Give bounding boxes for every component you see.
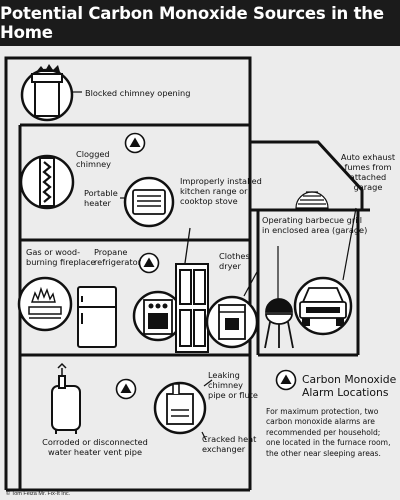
label-kitchen-range: Improperly installed kitchen range or co… [180, 176, 262, 206]
label-portable-heater: Portable heater [84, 188, 118, 208]
alarm-icon-upper [124, 132, 146, 154]
car-icon [293, 276, 353, 336]
label-cracked-exchanger: Cracked heat exchanger [202, 434, 257, 454]
alarm-icon-lower [115, 378, 137, 400]
diagram-title: Potential Carbon Monoxide Sources in the… [0, 0, 400, 46]
garage-vent-icon [295, 191, 329, 209]
refrigerator-icon [77, 286, 117, 348]
label-auto-exhaust: Auto exhaust fumes from attached garage [340, 152, 396, 192]
water-heater-icon [51, 362, 81, 434]
portable-heater-icon [120, 176, 175, 228]
barbecue-grill-icon [264, 298, 294, 349]
legend-title: Carbon Monoxide Alarm Locations [302, 373, 397, 399]
label-clothes-dryer: Clothes dryer [219, 251, 250, 271]
label-blocked-chimney: Blocked chimney opening [85, 88, 191, 98]
label-clogged-chimney: Clogged chimney [76, 149, 112, 169]
cabinet-icon [175, 263, 209, 353]
label-gas-fireplace: Gas or wood- burning fireplace [26, 247, 96, 267]
clogged-chimney-icon [19, 154, 75, 210]
alarm-icon-middle [138, 252, 160, 274]
alarm-legend-icon [275, 369, 297, 391]
credit-line: © Tom Feiza Mr. Fix-It Inc. [6, 491, 71, 497]
fireplace-icon [17, 276, 73, 332]
clothes-dryer-icon [205, 295, 259, 349]
label-water-heater: Corroded or disconnected water heater ve… [42, 437, 148, 457]
house-outline [4, 56, 370, 492]
kitchen-range-icon [132, 290, 184, 342]
label-propane-refrigerator: Propane refrigerator [94, 247, 141, 267]
furnace-icon [153, 381, 207, 435]
blocked-chimney-icon [20, 64, 82, 122]
label-barbecue-grill: Operating barbecue grill in enclosed are… [262, 215, 368, 235]
label-leaking-chimney: Leaking chimney pipe or flute [208, 370, 258, 400]
legend-description: For maximum protection, two carbon monox… [266, 407, 391, 458]
